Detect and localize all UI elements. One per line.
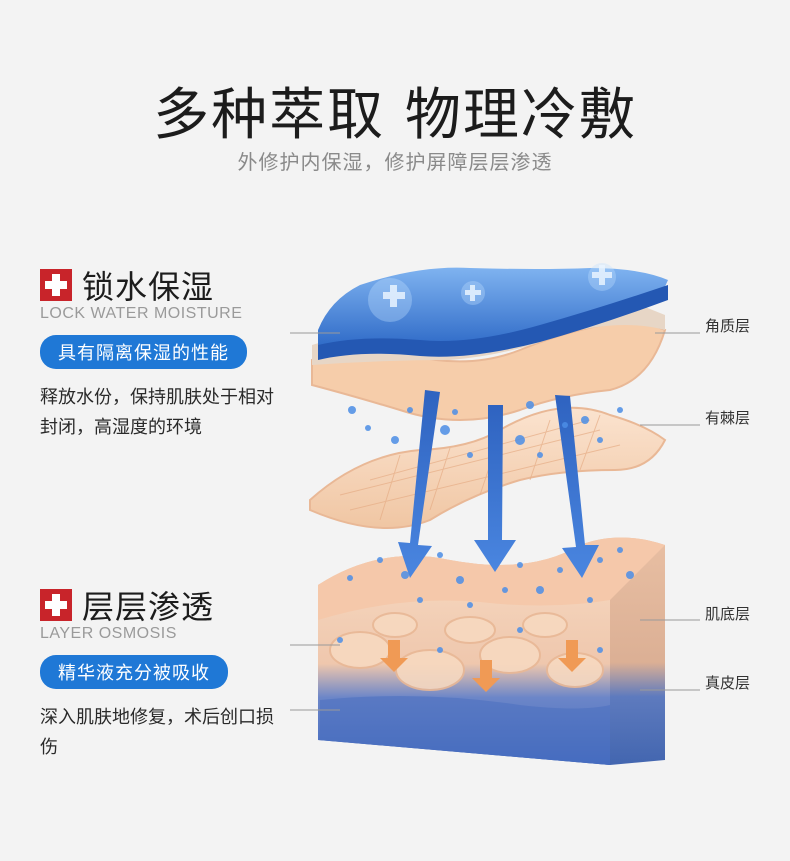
section-header: 层层渗透 bbox=[40, 585, 300, 626]
section-english-title: LAYER OSMOSIS bbox=[40, 625, 177, 642]
water-droplets bbox=[337, 401, 634, 653]
section-lock-water: 锁水保湿 LOCK WATER MOISTURE 具有隔离保湿的性能 释放水份，… bbox=[40, 265, 300, 443]
medical-cross-icon bbox=[40, 589, 72, 621]
section-description: 深入肌肤地修复，术后创口损伤 bbox=[40, 707, 274, 758]
medical-cross-icon bbox=[40, 269, 72, 301]
layer-label-basal: 肌底层 bbox=[705, 605, 751, 623]
layer-label-corneum: 角质层 bbox=[705, 317, 751, 335]
section-description: 释放水份，保持肌肤处于相对封闭，高湿度的环境 bbox=[40, 387, 274, 438]
section-header: 锁水保湿 bbox=[40, 265, 300, 306]
plus-icon bbox=[383, 265, 612, 307]
feature-pill: 精华液充分被吸收 bbox=[40, 655, 228, 689]
feature-pill: 具有隔离保湿的性能 bbox=[40, 335, 247, 369]
page-subtitle: 外修护内保湿，修护屏障层层渗透 bbox=[237, 150, 553, 174]
section-layer-osmosis: 层层渗透 LAYER OSMOSIS 精华液充分被吸收 深入肌肤地修复，术后创口… bbox=[40, 585, 300, 763]
mask-layer bbox=[318, 263, 668, 360]
penetration-arrows bbox=[398, 390, 599, 578]
section-title: 层层渗透 bbox=[82, 588, 215, 626]
dermis-block bbox=[318, 537, 665, 765]
layer-label-dermis: 真皮层 bbox=[705, 674, 751, 692]
section-english-title: LOCK WATER MOISTURE bbox=[40, 305, 243, 322]
layer-label-spinous: 有棘层 bbox=[705, 409, 751, 427]
section-title: 锁水保湿 bbox=[82, 268, 215, 306]
spinous-layer bbox=[309, 406, 667, 529]
page-title: 多种萃取 物理冷敷 bbox=[153, 83, 637, 148]
absorb-arrows bbox=[380, 640, 586, 692]
